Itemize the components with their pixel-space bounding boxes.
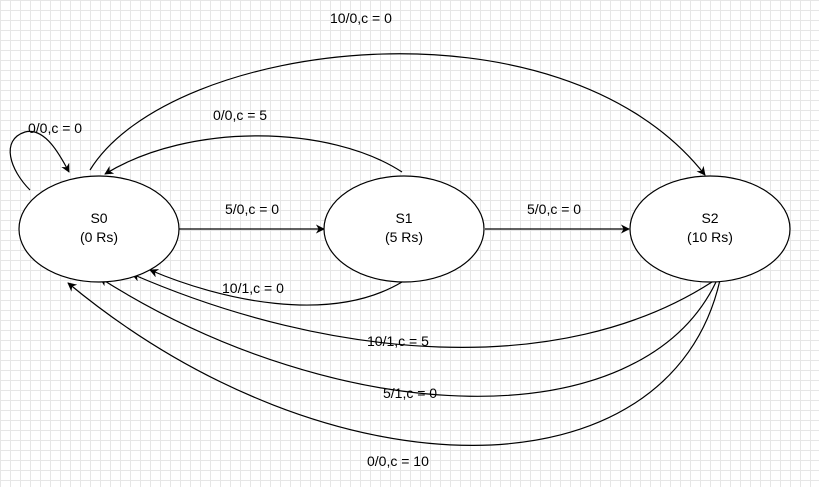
- state-node-s1: S1 (5 Rs): [323, 175, 485, 283]
- state-node-s2: S2 (10 Rs): [629, 175, 791, 283]
- edge-label-s2-s0-c: 0/0,c = 10: [367, 453, 429, 469]
- state-node-s0: S0 (0 Rs): [18, 175, 180, 283]
- state-s2-name: S2: [701, 210, 718, 226]
- edge-s2-s0-a: [131, 273, 713, 348]
- edge-s1-s0-top: [104, 135, 403, 175]
- edge-label-s0-self: 0/0,c = 0: [28, 120, 82, 136]
- edge-label-s0-s2-top: 10/0,c = 0: [330, 10, 392, 26]
- edge-label-s2-s0-b: 5/1,c = 0: [383, 385, 437, 401]
- state-s2-value: (10 Rs): [687, 229, 733, 245]
- edge-s2-s0-c: [67, 279, 721, 446]
- state-s1-value: (5 Rs): [385, 229, 423, 245]
- state-s0-name: S0: [90, 210, 107, 226]
- edge-label-s1-s2: 5/0,c = 0: [527, 201, 581, 217]
- state-s1-name: S1: [395, 210, 412, 226]
- edge-s0-s2-top: [89, 53, 706, 176]
- edge-label-s0-s1: 5/0,c = 0: [225, 201, 279, 217]
- edge-s0-self: [9, 130, 70, 191]
- edge-s1-s0-bottom: [149, 269, 403, 306]
- edge-label-s1-s0-top: 0/0,c = 5: [213, 107, 267, 123]
- edge-label-s2-s0-a: 10/1,c = 5: [367, 333, 429, 349]
- edge-s2-s0-b: [99, 277, 717, 397]
- state-s0-value: (0 Rs): [80, 229, 118, 245]
- edge-label-s1-s0-bottom: 10/1,c = 0: [222, 280, 284, 296]
